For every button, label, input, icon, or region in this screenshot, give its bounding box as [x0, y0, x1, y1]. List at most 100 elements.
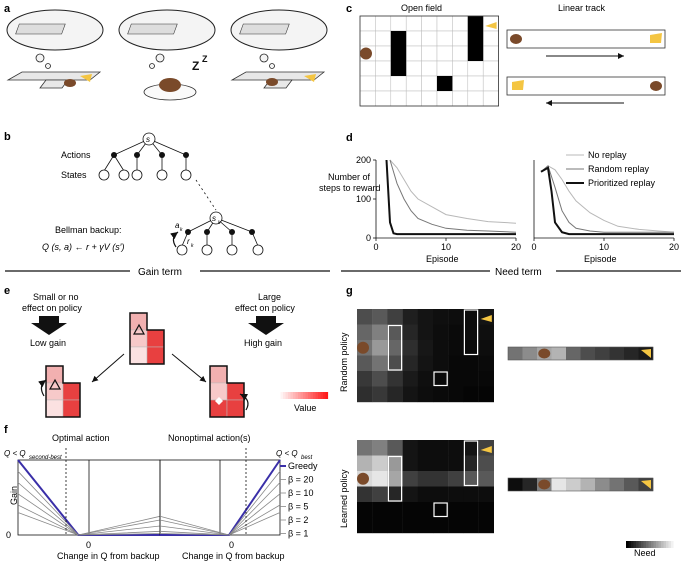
colorbar-step — [673, 541, 677, 548]
heat-cell — [357, 309, 373, 325]
reward-icon — [641, 480, 651, 489]
heat-cell — [372, 309, 388, 325]
grid-cell — [452, 60, 469, 77]
colorbar-step — [633, 541, 637, 548]
heat-cell — [448, 471, 464, 487]
wall-cell — [390, 61, 407, 76]
colorbar-step — [305, 392, 309, 399]
wall-cell — [467, 46, 484, 61]
heat-cell — [433, 371, 449, 387]
grid-cell — [452, 15, 469, 32]
heat-cell — [433, 340, 449, 356]
f-y-zero: 0 — [6, 530, 11, 540]
heat-cell — [402, 340, 418, 356]
heat-cell — [357, 371, 373, 387]
heat-cell — [357, 517, 373, 534]
heat-cell — [417, 340, 434, 356]
linear-track-title: Linear track — [558, 3, 606, 13]
panel-d-letter: d — [346, 132, 353, 144]
panel-b-nodes — [98, 132, 264, 256]
colorbar-step — [666, 541, 669, 548]
wall-cell — [467, 16, 484, 31]
colorbar-step — [308, 392, 311, 399]
heat-cell — [387, 386, 403, 403]
q-right-subscript: best — [301, 455, 313, 461]
need-heatmap-learned-open-field — [357, 440, 494, 534]
q-left-subscript: second-best — [29, 455, 62, 461]
need-heatmap-random-open-field — [357, 309, 494, 403]
colorbar-step — [288, 392, 291, 399]
legend-label: β = 20 — [288, 475, 313, 485]
grid-cell — [405, 60, 422, 77]
grid-cell — [375, 45, 392, 62]
heat-cell — [448, 324, 464, 341]
rk-label: r — [187, 237, 190, 246]
legend-label: β = 10 — [288, 488, 313, 498]
grid-cell — [452, 90, 469, 107]
f-xlabel-left: Change in Q from backup — [57, 551, 160, 561]
heat-cell — [433, 486, 449, 503]
grid-cell — [482, 45, 499, 62]
large-effect-line2: effect on policy — [235, 303, 295, 313]
open-field-grid — [359, 15, 500, 107]
colorbar-step — [323, 392, 326, 399]
grid-cell — [452, 75, 469, 92]
heat-cell — [372, 386, 388, 403]
colorbar-step — [325, 392, 329, 399]
heat-cell — [387, 371, 403, 387]
heat-cell — [448, 455, 464, 472]
heat-cell — [595, 478, 610, 491]
heat-cell — [508, 347, 523, 360]
colorbar-step — [653, 541, 657, 548]
colorbar-step — [285, 392, 289, 399]
heat-cell — [372, 355, 388, 372]
wall-cell — [437, 76, 453, 91]
f-x-zero-left: 0 — [86, 540, 91, 550]
track-border — [507, 346, 654, 361]
heat-cell — [402, 455, 418, 472]
heat-cell — [463, 371, 479, 387]
heat-cell — [433, 502, 449, 518]
grid-cell — [482, 60, 499, 77]
d-ylabel-line2: steps to reward — [319, 183, 381, 193]
grid-cell — [421, 45, 438, 62]
heat-cell — [463, 486, 479, 503]
heat-cell — [417, 502, 434, 518]
reward-icon — [480, 315, 492, 322]
wall-outline — [387, 455, 403, 502]
colorbar-step — [668, 541, 672, 548]
heat-cell — [387, 517, 403, 534]
heat-cell — [433, 355, 449, 372]
colorbar-step — [626, 541, 629, 548]
wall-outline — [463, 309, 479, 356]
d-xlabel-right: Episode — [584, 254, 617, 264]
large-effect-arrow — [248, 316, 284, 335]
panel-g-letter: g — [346, 285, 353, 297]
heat-cell — [417, 455, 434, 472]
heat-cell — [387, 471, 403, 487]
wall-outline — [463, 440, 479, 487]
gain-term-label: Gain term — [138, 267, 182, 278]
grid-cell — [405, 75, 422, 92]
grid-cell — [359, 90, 376, 107]
series-line — [540, 165, 675, 233]
heat-cell — [402, 471, 418, 487]
grid-cell — [452, 30, 469, 47]
heat-cell — [417, 371, 434, 387]
colorbar-step — [280, 392, 284, 399]
series-line — [17, 512, 161, 536]
sub-root-label: s — [212, 214, 216, 223]
grid-cell — [405, 15, 422, 32]
grid-cell — [390, 90, 407, 107]
f-xlabel-right: Change in Q from backup — [182, 551, 285, 561]
heat-cell — [478, 502, 494, 518]
grid-cell — [390, 15, 407, 32]
bellman-equation: Q (s, a) ← r + γV (s′) — [42, 242, 124, 252]
panel-a-illustration: Z Z — [6, 9, 328, 101]
heat-cell — [372, 440, 388, 456]
panel-a-letter: a — [4, 3, 11, 15]
grid-cell — [421, 60, 438, 77]
heat-cell — [402, 309, 418, 325]
legend-label: Greedy — [288, 461, 318, 471]
